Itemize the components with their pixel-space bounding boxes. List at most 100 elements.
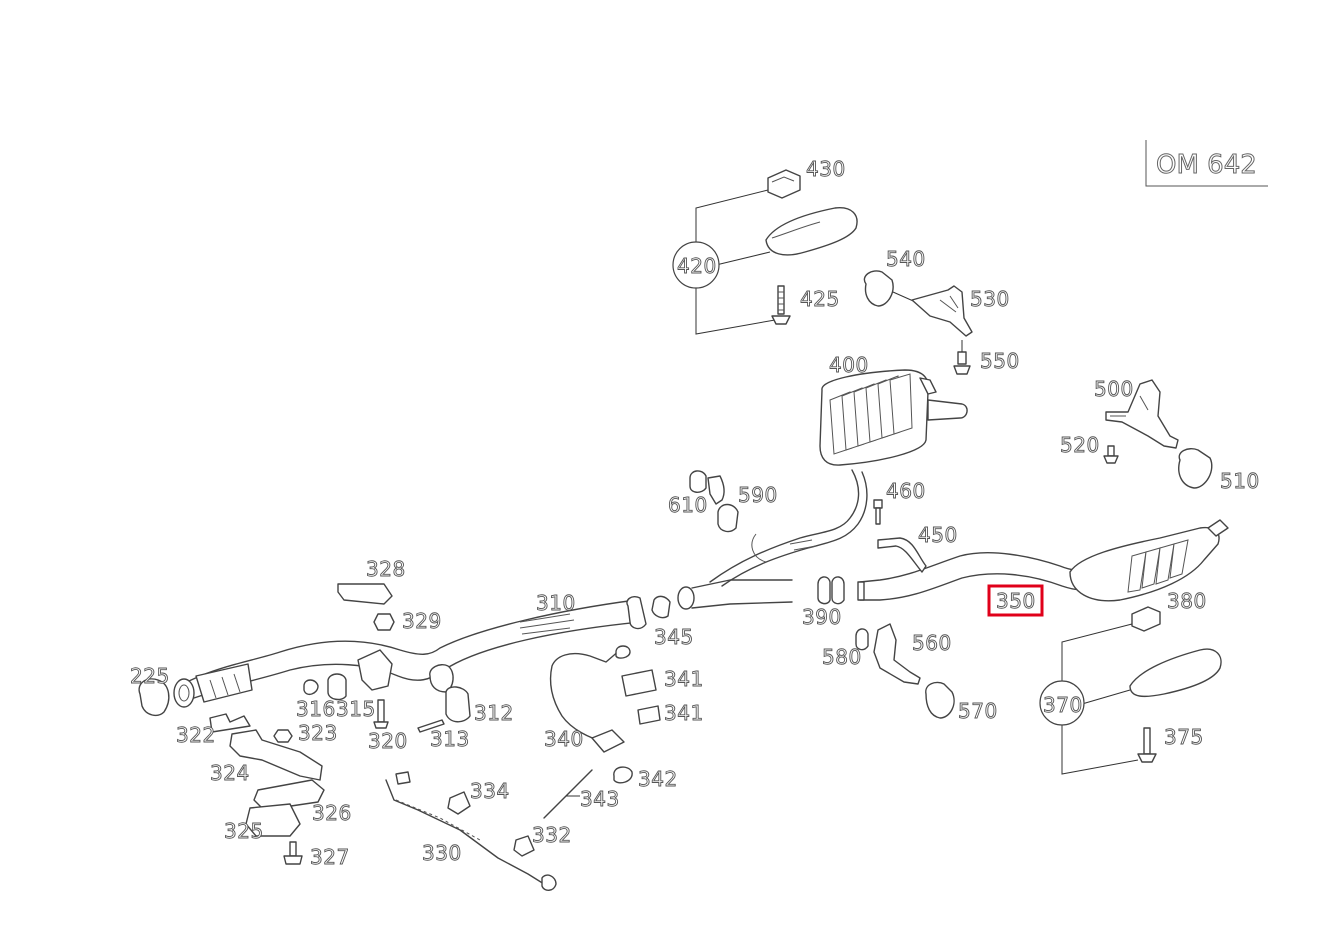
callout-520[interactable]: 520 [1060, 433, 1100, 458]
callout-312[interactable]: 312 [474, 701, 514, 726]
callout-510[interactable]: 510 [1220, 469, 1260, 494]
callout-326[interactable]: 326 [312, 801, 352, 826]
sensor-cable-340[interactable] [549, 649, 621, 743]
callout-315[interactable]: 315 [336, 697, 376, 722]
rubber-mount-590[interactable] [717, 503, 739, 533]
callout-313[interactable]: 313 [430, 727, 470, 752]
callout-560[interactable]: 560 [912, 631, 952, 656]
sensor-cable-330[interactable] [385, 779, 545, 885]
callout-500[interactable]: 500 [1094, 377, 1134, 402]
callout-540[interactable]: 540 [886, 247, 926, 272]
screw-460[interactable] [875, 507, 881, 525]
callout-530[interactable]: 530 [970, 287, 1010, 312]
callout-370[interactable]: 370 [1043, 693, 1083, 718]
callout-590[interactable]: 590 [738, 483, 778, 508]
bracket-322[interactable] [209, 713, 251, 733]
rear-silencer-group-370 [1039, 519, 1229, 775]
mount-group-560 [855, 623, 955, 719]
callout-580[interactable]: 580 [822, 645, 862, 670]
callout-350[interactable]: 350 [996, 589, 1036, 614]
tailpipe-trim-group-420 [672, 169, 858, 335]
rear-mount-group-500 [1103, 379, 1213, 489]
callout-425[interactable]: 425 [800, 287, 840, 312]
screw-375[interactable] [1143, 727, 1151, 755]
rod-343[interactable] [543, 769, 593, 819]
bracket-560[interactable] [873, 623, 921, 685]
tailpipe-trim-420[interactable] [765, 207, 858, 256]
callout-343[interactable]: 343 [580, 787, 620, 812]
connector-341-a[interactable] [621, 669, 657, 697]
callout-550[interactable]: 550 [980, 349, 1020, 374]
nut-329[interactable] [373, 613, 395, 631]
plate-325[interactable] [245, 803, 301, 837]
rubber-mount-510[interactable] [1178, 448, 1213, 489]
callout-375[interactable]: 375 [1164, 725, 1204, 750]
clamp-390[interactable] [817, 576, 831, 605]
bracket-450[interactable] [877, 537, 927, 573]
bracket-310[interactable] [357, 649, 393, 691]
callout-322[interactable]: 322 [176, 723, 216, 748]
bracket-500[interactable] [1105, 379, 1179, 449]
callout-324[interactable]: 324 [210, 761, 250, 786]
callout-320[interactable]: 320 [368, 729, 408, 754]
rubber-mount-315[interactable] [327, 673, 347, 701]
callout-225[interactable]: 225 [130, 664, 170, 689]
rubber-mount-540[interactable] [863, 270, 894, 307]
pipe-350[interactable] [857, 581, 865, 601]
rubber-mount-312[interactable] [445, 686, 471, 723]
callout-316[interactable]: 316 [296, 697, 336, 722]
clamp-345[interactable] [651, 595, 671, 619]
bracket-328[interactable] [337, 583, 393, 605]
nut-610[interactable] [689, 470, 707, 493]
clip-380[interactable] [1131, 606, 1161, 632]
nut-316[interactable] [303, 679, 319, 696]
callout-328[interactable]: 328 [366, 557, 406, 582]
callout-345[interactable]: 345 [654, 625, 694, 650]
nut-323[interactable] [273, 729, 293, 743]
callout-460[interactable]: 460 [886, 479, 926, 504]
callout-450[interactable]: 450 [918, 523, 958, 548]
engine-label: OM 642 [1145, 140, 1268, 187]
callout-610[interactable]: 610 [668, 493, 708, 518]
clamp-225[interactable] [138, 678, 170, 717]
callout-310[interactable]: 310 [536, 591, 576, 616]
bolt-327[interactable] [289, 841, 297, 857]
grommet-342[interactable] [613, 766, 633, 784]
callout-341-b[interactable]: 341 [664, 701, 704, 726]
callout-332[interactable]: 332 [532, 823, 572, 848]
screw-520[interactable] [1107, 445, 1115, 457]
callout-330[interactable]: 330 [422, 841, 462, 866]
callout-334[interactable]: 334 [470, 779, 510, 804]
callout-340[interactable]: 340 [544, 727, 584, 752]
clip-332[interactable] [513, 835, 535, 857]
callout-570[interactable]: 570 [958, 699, 998, 724]
screw-425[interactable] [777, 285, 785, 315]
callout-327[interactable]: 327 [310, 845, 350, 870]
rear-mount-group-530 [863, 270, 973, 375]
flange-225[interactable] [173, 678, 195, 708]
plate-326[interactable] [253, 779, 325, 811]
callout-380[interactable]: 380 [1167, 589, 1207, 614]
bracket-530[interactable] [911, 285, 973, 337]
callout-342[interactable]: 342 [638, 767, 678, 792]
rubber-mount-570[interactable] [925, 681, 955, 719]
connector-341-b[interactable] [637, 705, 661, 725]
callout-420[interactable]: 420 [677, 254, 717, 279]
screw-320[interactable] [377, 699, 385, 723]
callout-circle-370 [1039, 680, 1085, 726]
callout-323[interactable]: 323 [298, 721, 338, 746]
callout-325[interactable]: 325 [224, 819, 264, 844]
clip-430[interactable] [767, 169, 801, 199]
bracket-324[interactable] [229, 729, 323, 781]
callout-329[interactable]: 329 [402, 609, 442, 634]
tailpipe-trim-370[interactable] [1129, 648, 1222, 698]
callout-400[interactable]: 400 [829, 353, 869, 378]
clip-334[interactable] [447, 791, 471, 815]
bolt-313[interactable] [417, 719, 445, 733]
nut-580[interactable] [855, 628, 869, 651]
callout-390[interactable]: 390 [802, 605, 842, 630]
callout-430[interactable]: 430 [806, 157, 846, 182]
rear-silencer-400 [819, 369, 968, 466]
callout-341-a[interactable]: 341 [664, 667, 704, 692]
screw-550[interactable] [957, 351, 967, 365]
